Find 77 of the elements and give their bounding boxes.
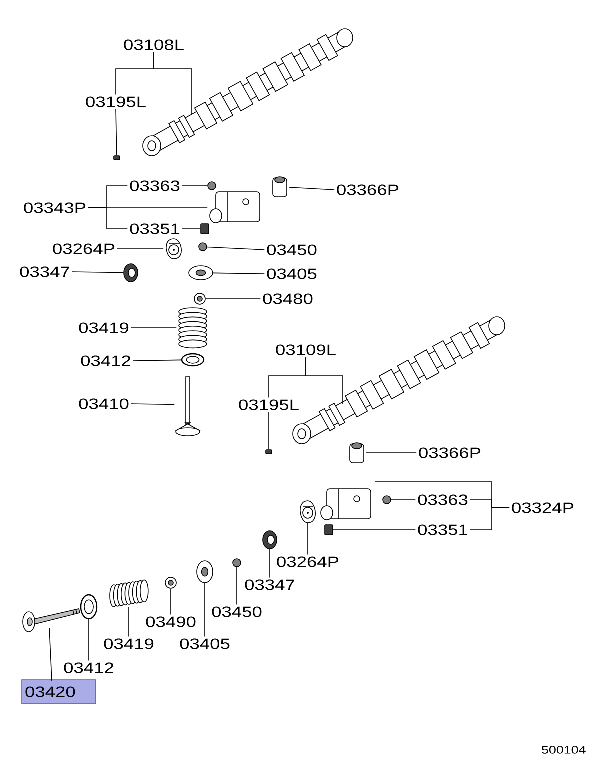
leader-line — [88, 208, 128, 230]
part-number: 03109L — [276, 344, 336, 356]
block — [200, 224, 210, 234]
leader-line — [88, 619, 90, 662]
leader-line — [268, 412, 270, 450]
leader-line — [72, 272, 124, 274]
spring-retainer-drawing — [196, 560, 214, 584]
block — [266, 450, 272, 454]
spring-retainer-drawing — [188, 266, 214, 280]
leader-line — [366, 452, 417, 454]
gasket-drawing — [300, 500, 316, 524]
valve-drawing — [22, 608, 80, 632]
part-number: 03363 — [130, 180, 180, 192]
leader-line — [213, 272, 266, 274]
part-number: 03419 — [104, 638, 154, 650]
part-number: 03108L — [124, 40, 184, 50]
leader-line — [204, 583, 206, 638]
valve-spring-drawing — [110, 580, 149, 608]
oil-seal-drawing — [124, 264, 138, 282]
leader-line — [130, 404, 175, 406]
spring-seat-drawing — [181, 353, 205, 367]
leader-line — [236, 567, 238, 606]
leader-line — [268, 356, 306, 398]
lash-adjuster-drawing — [272, 176, 288, 198]
part-number: 03195L — [239, 400, 299, 410]
valve-drawing — [174, 376, 202, 436]
leader-line — [128, 607, 130, 638]
part-number: 03419 — [79, 322, 129, 334]
part-number: 03343P — [24, 202, 86, 214]
rocker-arm-drawing — [210, 192, 260, 224]
leader-line — [170, 589, 172, 616]
leader-line — [182, 228, 201, 230]
ball — [208, 182, 216, 190]
leader-line — [49, 628, 52, 682]
part-number: 03264P — [53, 244, 115, 254]
part-number: 03351 — [418, 524, 468, 536]
leader-line — [206, 246, 266, 250]
part-number: 03363 — [418, 494, 468, 506]
spring-seat-drawing — [80, 594, 98, 620]
leader-line — [289, 187, 335, 190]
part-number: 03195L — [86, 96, 146, 108]
part-number: 03410 — [79, 398, 129, 410]
part-number: 03366P — [337, 184, 399, 196]
catalog-number: 500104 — [542, 746, 586, 754]
part-number: 03412 — [64, 662, 114, 674]
block — [324, 524, 334, 536]
part-number: 03264P — [277, 556, 339, 568]
part-number: 03490 — [146, 616, 196, 628]
leader-line — [117, 248, 164, 250]
part-number: 03405 — [180, 638, 230, 650]
lash-adjuster-drawing — [350, 442, 364, 464]
block — [114, 156, 120, 160]
part-number: 03480 — [263, 294, 313, 304]
part-number: 03347 — [245, 580, 294, 590]
stem-seal-drawing — [194, 293, 206, 305]
leader-line — [116, 52, 154, 96]
leader-line — [132, 360, 182, 362]
highlighted-part-number: 03420 — [22, 680, 96, 704]
part-number: 03405 — [267, 268, 317, 280]
part-number: 03450 — [267, 244, 317, 256]
part-number: 03450 — [212, 606, 262, 618]
gasket-drawing — [166, 238, 182, 260]
ball — [382, 496, 392, 504]
oil-seal-drawing — [262, 530, 278, 550]
part-number: 03324P — [512, 502, 574, 514]
part-number: 03347 — [20, 266, 70, 278]
leader-line — [470, 508, 510, 530]
rocker-arm-drawing — [320, 488, 372, 520]
stem-seal-drawing — [165, 577, 177, 589]
part-number: 03412 — [81, 356, 130, 366]
leader-line — [116, 108, 118, 156]
ball — [232, 558, 242, 568]
part-number: 03366P — [419, 448, 481, 458]
ball — [198, 242, 208, 252]
leader-line — [206, 298, 262, 300]
part-number: 03351 — [130, 224, 180, 234]
valve-spring-drawing — [178, 308, 208, 349]
